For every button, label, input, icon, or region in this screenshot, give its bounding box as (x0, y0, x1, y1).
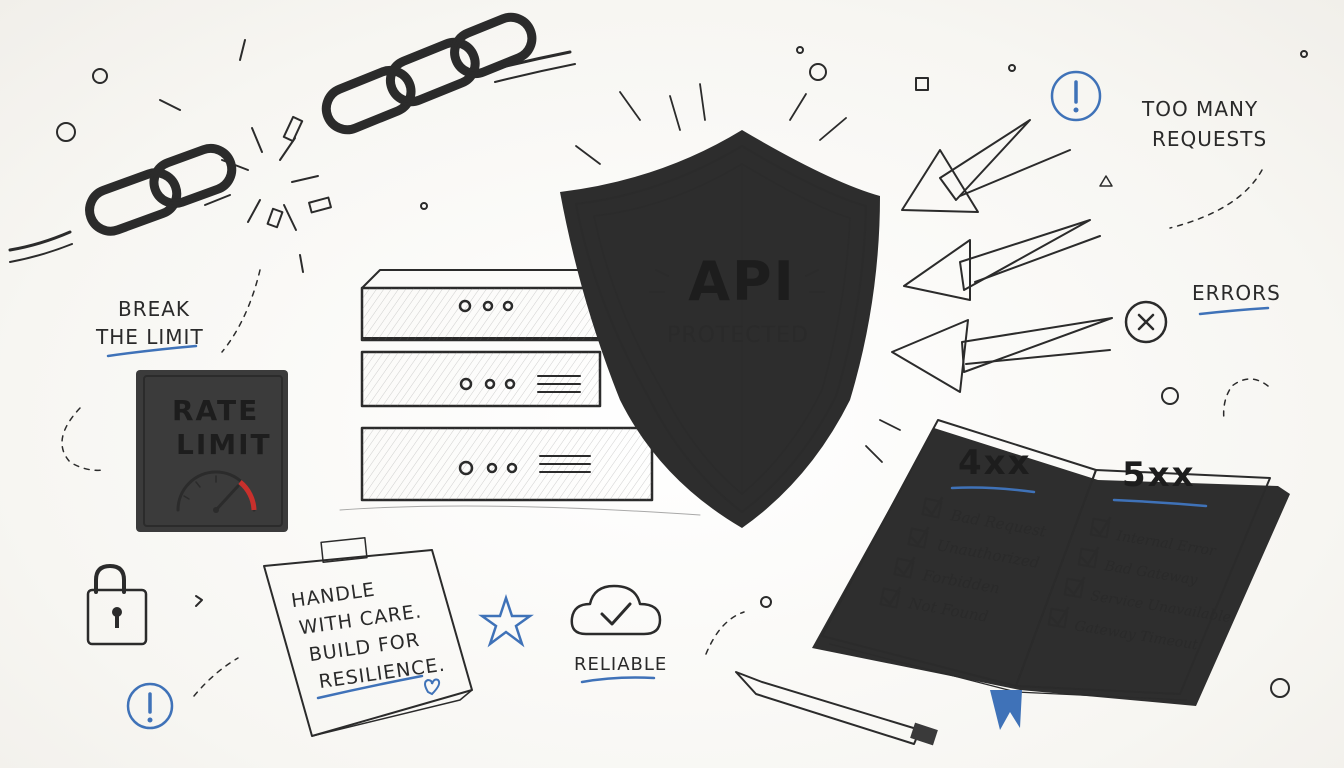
break-label-line2: THE LIMIT (95, 325, 204, 349)
rate-limit-sign: RATE LIMIT (136, 370, 288, 532)
broken-chain-icon (8, 12, 576, 273)
book-left-heading: 4xx (958, 443, 1032, 483)
shield-title: API (688, 250, 795, 313)
star-icon (478, 594, 534, 648)
status-code-book: 4xx 5xx Bad Request Unauthorized Forbidd… (812, 419, 1290, 730)
break-label-line1: BREAK (118, 297, 190, 321)
x-circle-icon (1124, 300, 1168, 344)
break-underline (106, 344, 198, 358)
shield-subtitle: PROTECTED (667, 323, 809, 348)
request-arrows (891, 119, 1113, 393)
reliable-label: RELIABLE (574, 654, 667, 675)
errors-underline (1198, 306, 1270, 316)
sticky-note: HANDLE WITH CARE. BUILD FOR RESILIENCE. (263, 537, 473, 737)
server-stack (339, 269, 701, 516)
shield-icon: API PROTECTED (560, 83, 901, 528)
note-line1: HANDLE (290, 579, 377, 613)
heart-icon (424, 678, 441, 696)
too-many-line2: REQUESTS (1152, 127, 1267, 151)
rate-label-line1: RATE (172, 394, 259, 427)
exclamation-circle-icon (1050, 70, 1102, 122)
too-many-line1: TOO MANY (1141, 97, 1258, 121)
exclamation-circle-icon (126, 682, 174, 730)
errors-label: ERRORS (1192, 281, 1281, 305)
pencil-icon (735, 671, 938, 746)
book-right-heading: 5xx (1122, 455, 1196, 495)
decorative-doodles (56, 46, 1308, 698)
cloud-check-icon (570, 584, 662, 636)
gauge-icon (176, 470, 257, 513)
rate-label-line2: LIMIT (176, 428, 272, 461)
padlock-icon (86, 564, 148, 646)
